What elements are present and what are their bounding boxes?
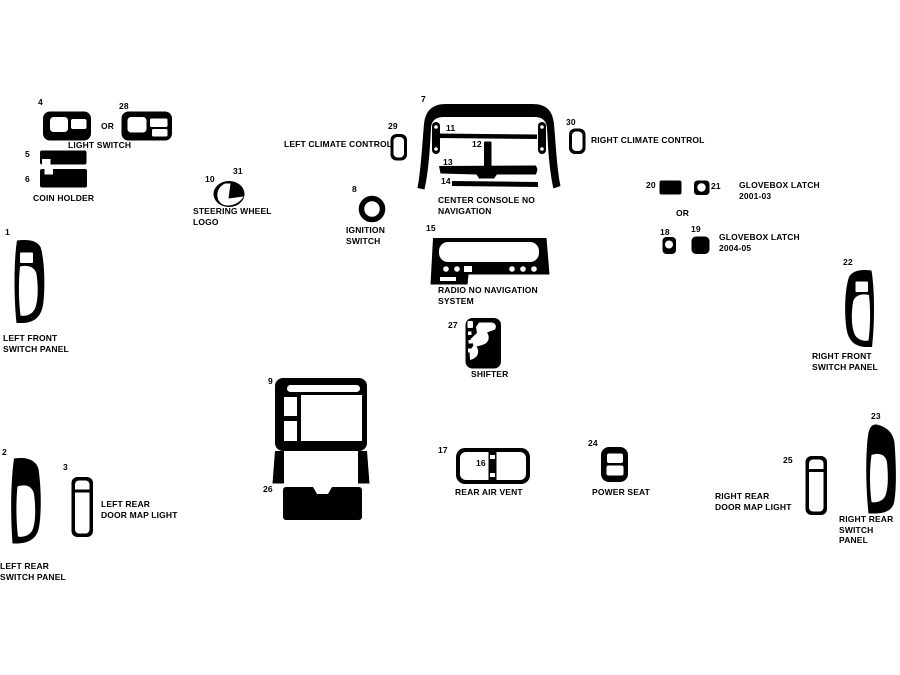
label-right-climate-control: RIGHT CLIMATE CONTROL	[591, 135, 705, 145]
part-number-25: 25	[783, 455, 793, 465]
part-number-15: 15	[426, 223, 436, 233]
steering-wheel-logo-icon	[213, 181, 245, 207]
console-trim-strip-14-shape	[452, 181, 538, 187]
part-number-11: 11	[446, 123, 456, 133]
label-center-console: CENTER CONSOLE NO NAVIGATION	[438, 195, 536, 216]
label-rear-air-vent: REAR AIR VENT	[455, 487, 523, 497]
part-number-16: 16	[476, 458, 486, 468]
part-number-29: 29	[388, 121, 398, 131]
part-number-23: 23	[871, 411, 881, 421]
console-trim-strip-12-shape	[484, 141, 492, 167]
part-number-22: 22	[843, 257, 853, 267]
right-rear-switch-panel-shape	[866, 424, 896, 514]
part-number-12: 12	[472, 139, 482, 149]
coin-holder-shape	[40, 150, 87, 188]
part-number-2: 2	[2, 447, 7, 457]
part-number-1: 1	[5, 227, 10, 237]
left-rear-door-map-light-shape	[71, 477, 93, 537]
part-number-7: 7	[421, 94, 426, 104]
part-number-13: 13	[443, 157, 453, 167]
part-number-10: 10	[205, 174, 215, 184]
ignition-switch-shape	[358, 195, 386, 223]
part-number-6: 6	[25, 174, 30, 184]
part-number-21: 21	[711, 181, 721, 191]
right-front-switch-panel-shape	[845, 269, 874, 347]
part-number-30: 30	[566, 117, 576, 127]
label-left-climate-control: LEFT CLIMATE CONTROL	[284, 139, 393, 149]
part-number-27: 27	[448, 320, 458, 330]
radio-shape	[430, 238, 550, 285]
label-right-rear-door-map-light: RIGHT REAR DOOR MAP LIGHT	[715, 491, 792, 512]
part-number-4: 4	[38, 97, 43, 107]
glovebox-latch-2001-shape	[659, 180, 710, 195]
part-number-20: 20	[646, 180, 656, 190]
light-switch-b-shape	[121, 111, 172, 141]
label-steering-wheel-logo: STEERING WHEEL LOGO	[193, 206, 272, 227]
console-frame-shape	[272, 378, 370, 484]
part-number-31: 31	[233, 166, 243, 176]
label-glovebox-latch-2001: GLOVEBOX LATCH 2001-03	[739, 180, 820, 201]
part-number-28: 28	[119, 101, 129, 111]
right-rear-door-map-light-shape	[805, 456, 827, 515]
part-number-24: 24	[588, 438, 598, 448]
label-radio: RADIO NO NAVIGATION SYSTEM	[438, 285, 538, 306]
part-number-19: 19	[691, 224, 701, 234]
rear-air-vent-shape	[456, 448, 530, 484]
part-number-14: 14	[441, 176, 451, 186]
part-number-8: 8	[352, 184, 357, 194]
shifter-shape	[465, 318, 501, 369]
label-or-light-switch: OR	[101, 121, 115, 131]
label-right-rear-switch-panel: RIGHT REAR SWITCH PANEL	[839, 514, 894, 546]
light-switch-a-shape	[43, 111, 91, 141]
power-seat-shape	[601, 447, 628, 482]
label-or-glovebox: OR	[676, 208, 690, 218]
part-number-5: 5	[25, 149, 30, 159]
label-ignition-switch: IGNITION SWITCH	[346, 225, 385, 246]
part-number-3: 3	[63, 462, 68, 472]
label-left-front-switch-panel: LEFT FRONT SWITCH PANEL	[3, 333, 69, 354]
console-lower-plate-shape	[283, 487, 362, 520]
part-number-17: 17	[438, 445, 448, 455]
label-left-rear-switch-panel: LEFT REAR SWITCH PANEL	[0, 561, 66, 582]
part-number-26: 26	[263, 484, 273, 494]
label-light-switch: LIGHT SWITCH	[68, 140, 132, 150]
part-number-18: 18	[660, 227, 670, 237]
left-front-switch-panel-shape	[14, 239, 45, 323]
label-right-front-switch-panel: RIGHT FRONT SWITCH PANEL	[812, 351, 878, 372]
glovebox-latch-2004-shape	[662, 236, 710, 254]
part-number-9: 9	[268, 376, 273, 386]
left-rear-switch-panel-shape	[11, 457, 41, 544]
center-console-arch-shape	[417, 104, 561, 190]
console-trim-strip-13-shape	[439, 165, 538, 179]
label-coin-holder: COIN HOLDER	[33, 193, 95, 203]
right-climate-control-shape	[569, 128, 586, 154]
left-climate-control-shape	[390, 134, 407, 161]
label-shifter: SHIFTER	[471, 369, 509, 379]
label-glovebox-latch-2004: GLOVEBOX LATCH 2004-05	[719, 232, 800, 253]
label-left-rear-door-map-light: LEFT REAR DOOR MAP LIGHT	[101, 499, 178, 520]
console-trim-strip-11-shape	[438, 133, 537, 139]
label-power-seat: POWER SEAT	[592, 487, 651, 497]
